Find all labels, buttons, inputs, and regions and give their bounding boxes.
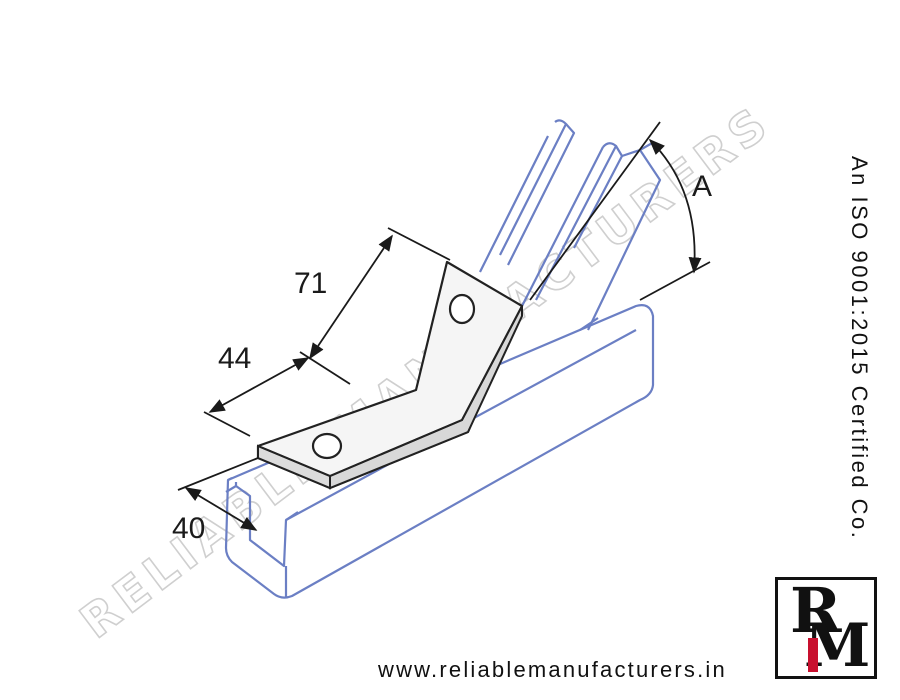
dimension-label-40: 40 — [172, 512, 205, 545]
logo-letter-r: R — [790, 574, 842, 647]
angle-label: A — [692, 170, 712, 203]
dimension-label-71: 71 — [294, 267, 327, 300]
bolt-hole-icon — [311, 432, 343, 460]
website-link[interactable]: www.reliablemanufacturers.in — [378, 657, 727, 682]
rm-logo-icon: R M — [775, 577, 877, 679]
bolt-hole-icon — [448, 293, 476, 325]
logo-accent-stroke — [808, 638, 818, 672]
bracket-plate — [256, 260, 524, 490]
dimension-label-44: 44 — [218, 342, 251, 375]
dimension-44 — [203, 357, 310, 437]
angle-dimension — [529, 121, 711, 301]
dimension-40 — [177, 457, 259, 531]
certification-text: An ISO 9001:2015 Certified Co. — [847, 156, 872, 541]
